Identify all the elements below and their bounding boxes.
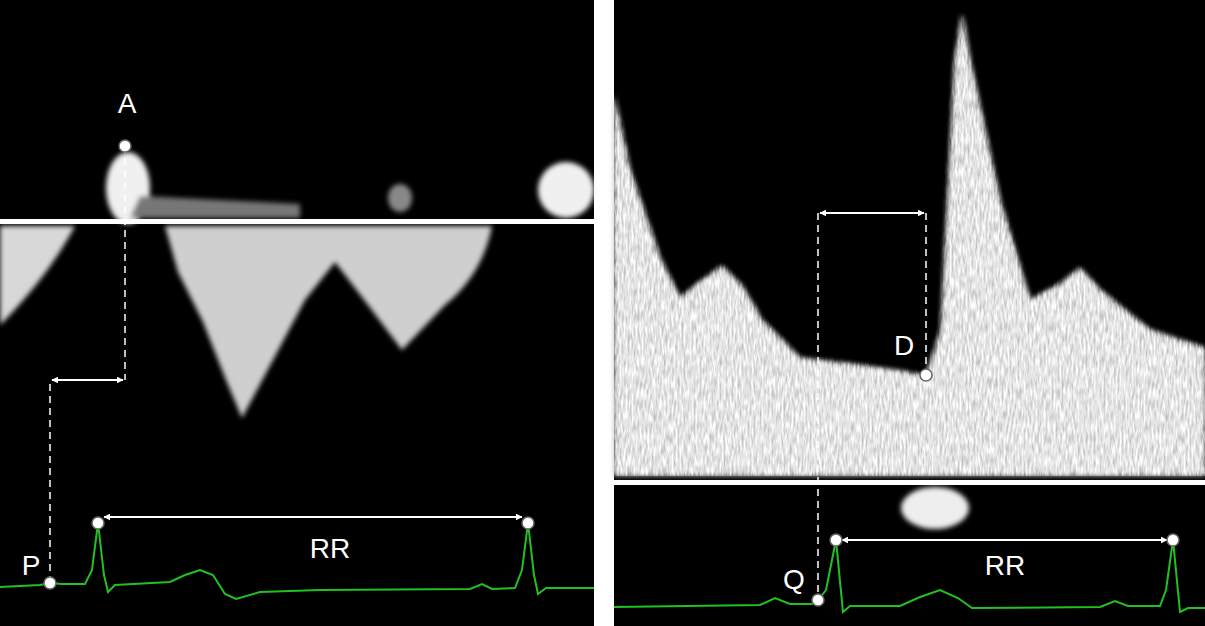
dashed-guide: [124, 146, 126, 380]
spectral-flow: [614, 14, 1205, 476]
marker-dot: [522, 517, 534, 529]
interval-arrow: [52, 379, 123, 381]
marker-dot: [920, 369, 932, 381]
panel-ground: [614, 0, 1205, 626]
spectral-speckle: [614, 14, 1205, 476]
ecg-trace: [0, 523, 594, 599]
rr-arrow: [104, 516, 522, 518]
rr-arrow: [842, 539, 1167, 541]
spectral-flow: [0, 152, 594, 418]
dashed-guide: [49, 380, 51, 583]
marker-dot: [830, 534, 842, 546]
wave-label: A: [116, 90, 139, 118]
marker-dot: [812, 594, 824, 606]
spectral-flow: [165, 226, 492, 418]
interval-label: RR: [308, 535, 352, 563]
marker-dot: [92, 517, 104, 529]
wave-label: D: [892, 332, 916, 360]
panel-ground: [0, 0, 594, 626]
ecg-trace: [614, 540, 1205, 612]
interval-arrow: [820, 212, 924, 214]
marker-dot: [44, 577, 56, 589]
spectral-flow: [0, 226, 75, 325]
spectral-flow: [130, 196, 300, 218]
interval-label: RR: [983, 552, 1027, 580]
marker-dot: [1167, 534, 1179, 546]
marker-dot: [119, 140, 131, 152]
a-wave: [538, 162, 594, 218]
point-label: Q: [781, 566, 807, 594]
spectral-flow: [388, 184, 412, 212]
baseline: [614, 480, 1205, 485]
spectral-flow: [901, 487, 969, 529]
dashed-guide: [925, 213, 927, 376]
baseline: [0, 219, 594, 224]
point-label: P: [20, 552, 43, 580]
dashed-guide: [817, 213, 819, 600]
